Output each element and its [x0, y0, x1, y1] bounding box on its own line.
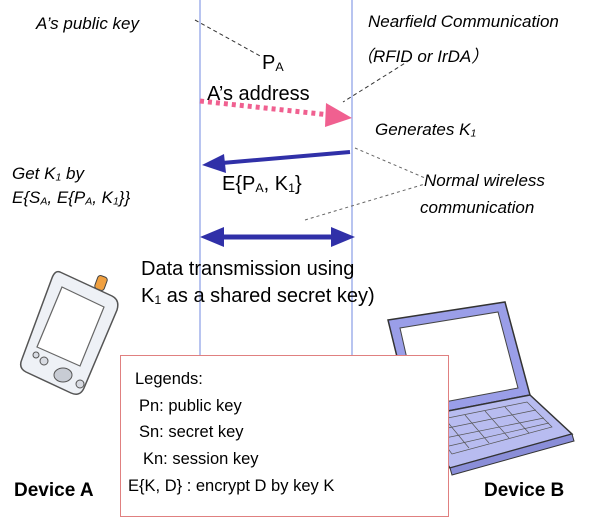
arrow-epa-b-to-a: [221, 150, 351, 165]
label-p-a: PA: [262, 52, 284, 74]
leader-nearfield: [342, 59, 411, 103]
label-shared-secret-key: K1 as a shared secret key): [141, 285, 375, 307]
label-rfid-irda: （RFID or IrDA）: [356, 47, 489, 66]
legend-item-public-key: Pn: public key: [139, 397, 242, 415]
arrowhead-epa: [202, 154, 226, 173]
label-a-address: A’s address: [207, 83, 310, 105]
label-a-public-key: A’s public key: [36, 14, 139, 33]
leader-normal-wireless: [304, 183, 426, 221]
legend-box: Legends: Pn: public key Sn: secret key K…: [120, 355, 449, 517]
label-generates-k1: Generates K1: [375, 120, 477, 140]
legend-item-session-key: Kn: session key: [143, 450, 259, 468]
label-device-a: Device A: [14, 480, 94, 501]
label-epa-k1: E{PA, K1}: [222, 173, 302, 195]
label-device-b: Device B: [484, 480, 565, 501]
label-get-k1: Get K1 by: [12, 164, 85, 184]
label-nearfield: Nearfield Communication: [368, 12, 559, 31]
label-data-transmission: Data transmission using: [141, 258, 355, 280]
leader-public-key: [194, 19, 263, 58]
legend-title: Legends:: [135, 370, 203, 388]
legend-item-secret-key: Sn: secret key: [139, 423, 244, 441]
pda-icon: [19, 270, 119, 395]
label-get-k1-formula: E{SA, E{PA, K1}}: [12, 188, 131, 208]
label-normal-wireless: Normal wireless: [424, 171, 545, 190]
arrowhead-data-left: [200, 227, 224, 247]
leader-generates: [354, 147, 426, 179]
legend-item-encrypt: E{K, D} : encrypt D by key K: [128, 477, 335, 495]
arrow-address-a-to-b: [199, 98, 331, 118]
arrowhead-data-right: [331, 227, 355, 247]
arrowhead-address: [325, 103, 352, 127]
label-communication: communication: [420, 198, 535, 217]
